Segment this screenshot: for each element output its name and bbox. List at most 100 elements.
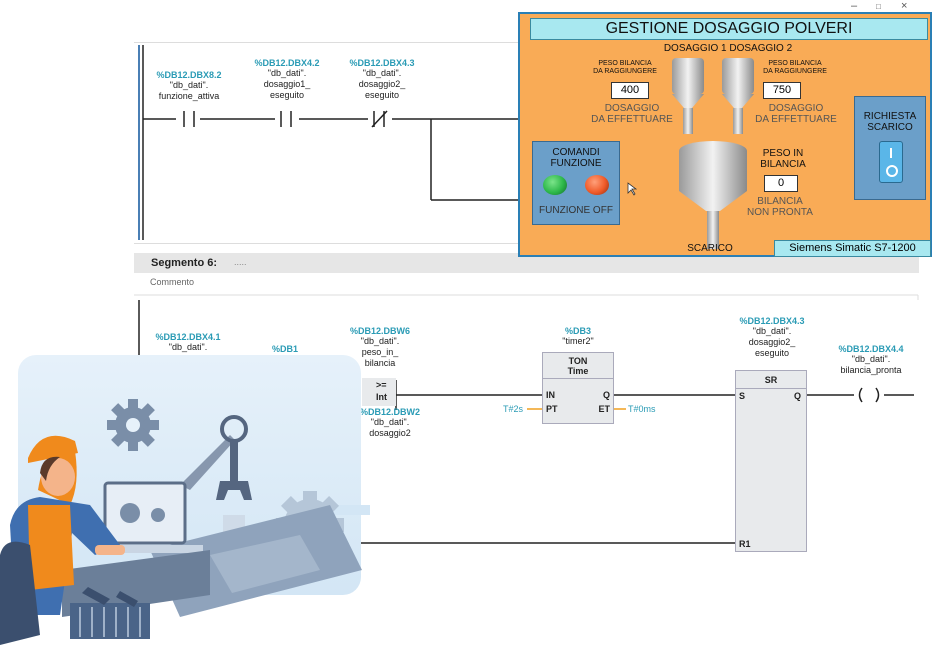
peso2-label: PESO BILANCIA DA RAGGIUNGERE [760, 60, 830, 76]
contact-dosaggio1-eseguito[interactable]: %DB12.DBX4.2 "db_dati". dosaggio1_ esegu… [244, 58, 330, 101]
funzione-status: FUNZIONE OFF [539, 205, 613, 216]
dos2-line1: DOSAGGIO [768, 103, 824, 114]
stop-button[interactable] [585, 175, 609, 195]
segment-comment[interactable]: Commento [150, 277, 195, 287]
peso-in-line2: BILANCIA [760, 159, 806, 170]
timer-pin-q: Q [602, 390, 610, 400]
dosaggio1-status: DOSAGGIO DA EFFETTUARE [588, 103, 676, 125]
peso-in-line1: PESO IN [762, 148, 804, 159]
maximize-button[interactable]: □ [876, 2, 881, 11]
hmi-panel: GESTIONE DOSAGGIO POLVERI DOSAGGIO 1 DOS… [518, 12, 932, 257]
scarico-label: SCARICO [687, 243, 733, 254]
minimize-button[interactable]: – [851, 0, 858, 12]
richiesta-line1: RICHIESTA [863, 111, 917, 122]
robot-arm-icon [180, 435, 235, 490]
contact-name-line2: dosaggio1_ [263, 79, 311, 89]
segment6-header[interactable]: Segmento 6: ..... [134, 253, 919, 273]
dos1-line1: DOSAGGIO [604, 103, 660, 114]
window-controls: – □ × [851, 0, 941, 14]
bilancia-line1: BILANCIA [757, 196, 803, 207]
compare-address: %DB12.DBW6 [349, 326, 410, 336]
contact-address: %DB12.DBX4.2 [254, 58, 320, 68]
contact-address: %DB12.DBX4.1 [155, 332, 221, 342]
peso1-label: PESO BILANCIA DA RAGGIUNGERE [590, 60, 660, 76]
comandi-funzione-panel: COMANDI FUNZIONE FUNZIONE OFF [532, 141, 620, 225]
contact-funzione-attiva[interactable]: %DB12.DBX8.2 "db_dati". funzione_attiva [146, 70, 232, 102]
start-button[interactable] [543, 175, 567, 195]
sr-type: SR [764, 375, 778, 385]
sr-label: %DB12.DBX4.3 "db_dati". dosaggio2_ esegu… [728, 316, 816, 359]
contact-name-line1: "db_dati". [267, 68, 307, 78]
compare2-name-line1: "db_dati". [370, 417, 410, 427]
gear-icon [107, 399, 159, 451]
timer-type: TON [568, 356, 588, 366]
peso2-label-line1: PESO BILANCIA [768, 60, 822, 67]
sr-name-line2: dosaggio2_ [748, 337, 796, 347]
sr-name-line3: eseguito [754, 348, 790, 358]
compare-address2: %DB12.DBW2 [359, 407, 420, 417]
compare-operator: >= [376, 380, 387, 390]
sr-pin-s: S [739, 391, 746, 401]
timer-sub: Time [567, 366, 589, 376]
peso1-label-line2: DA RAGGIUNGERE [593, 68, 657, 75]
dos2-line2: DA EFFETTUARE [755, 114, 837, 125]
peso1-label-line1: PESO BILANCIA [598, 60, 652, 67]
coil-bilancia-pronta[interactable]: %DB12.DBX4.4 "db_dati". bilancia_pronta [826, 344, 916, 376]
dos1-line2: DA EFFETTUARE [591, 114, 673, 125]
timer-address: %DB3 [564, 326, 591, 336]
compare-name-line2: peso_in_ [361, 347, 399, 357]
compare-box[interactable]: >= Int [362, 378, 396, 406]
compare-name-line3: bilancia [364, 358, 396, 368]
contact-name-line2: funzione_attiva [158, 91, 220, 101]
peso1-input[interactable]: 400 [611, 82, 649, 99]
dosaggio2-status: DOSAGGIO DA EFFETTUARE [752, 103, 840, 125]
contact-name-line1: "db_dati". [169, 80, 209, 90]
comandi-line1: COMANDI [552, 147, 600, 158]
compare-type: Int [376, 392, 387, 402]
compare2-name-line2: dosaggio2 [369, 428, 411, 438]
timer-et-value[interactable]: T#0ms [628, 404, 656, 414]
screwdriver-icon [116, 591, 138, 607]
contact-name-line3: eseguito [364, 90, 400, 100]
partial-address: %DB1 [272, 344, 299, 354]
timer-block[interactable]: TON Time IN PT Q ET [542, 352, 614, 424]
richiesta-scarico-panel: RICHIESTA SCARICO [854, 96, 926, 200]
coil-address: %DB12.DBX4.4 [838, 344, 904, 354]
hmi-title: GESTIONE DOSAGGIO POLVERI [530, 18, 928, 40]
contact-name-line1: "db_dati". [168, 342, 208, 352]
silos-graphic [672, 58, 754, 249]
timer-name: "timer2" [562, 336, 594, 346]
mouse-cursor-icon [627, 182, 637, 196]
sr-pin-r1: R1 [739, 539, 751, 549]
timer-pin-et: ET [598, 404, 610, 414]
close-button[interactable]: × [901, 0, 908, 12]
bilancia-status: BILANCIA NON PRONTA [740, 196, 820, 218]
compare-input2[interactable]: %DB12.DBW2 "db_dati". dosaggio2 [345, 407, 435, 439]
contact-name-line1: "db_dati". [362, 68, 402, 78]
timer-pin-in: IN [546, 390, 555, 400]
dosaggio-header: DOSAGGIO 1 DOSAGGIO 2 [663, 43, 793, 54]
contact-dosaggio2-eseguito[interactable]: %DB12.DBX4.3 "db_dati". dosaggio2_ esegu… [339, 58, 425, 101]
scarico-toggle-switch[interactable] [879, 141, 903, 183]
sr-pin-q: Q [793, 391, 801, 401]
timer-pt-value[interactable]: T#2s [503, 404, 524, 414]
contact-name-line2: dosaggio2_ [358, 79, 406, 89]
sr-address: %DB12.DBX4.3 [739, 316, 805, 326]
timer-label: %DB3 "timer2" [540, 326, 616, 347]
coil-name-line1: "db_dati". [851, 354, 891, 364]
timer-pin-pt: PT [546, 404, 558, 414]
comandi-line2: FUNZIONE [550, 158, 602, 169]
peso-in-bilancia-label: PESO IN BILANCIA [748, 148, 818, 170]
richiesta-line2: SCARICO [867, 122, 913, 133]
compare-block[interactable]: %DB12.DBW6 "db_dati". peso_in_ bilancia [340, 326, 420, 369]
contact-seg6-1[interactable]: %DB12.DBX4.1 "db_dati". [148, 332, 228, 353]
peso2-input[interactable]: 750 [763, 82, 801, 99]
segment-title-comment: ..... [234, 257, 247, 267]
engineer-illustration-graphic [0, 399, 370, 645]
segment-title: Segmento 6: [151, 257, 218, 269]
sr-block[interactable]: SR S Q R1 [735, 370, 807, 552]
wrench-icon [82, 587, 110, 605]
bilancia-line2: NON PRONTA [747, 207, 813, 218]
coil-name-line2: bilancia_pronta [840, 365, 902, 375]
